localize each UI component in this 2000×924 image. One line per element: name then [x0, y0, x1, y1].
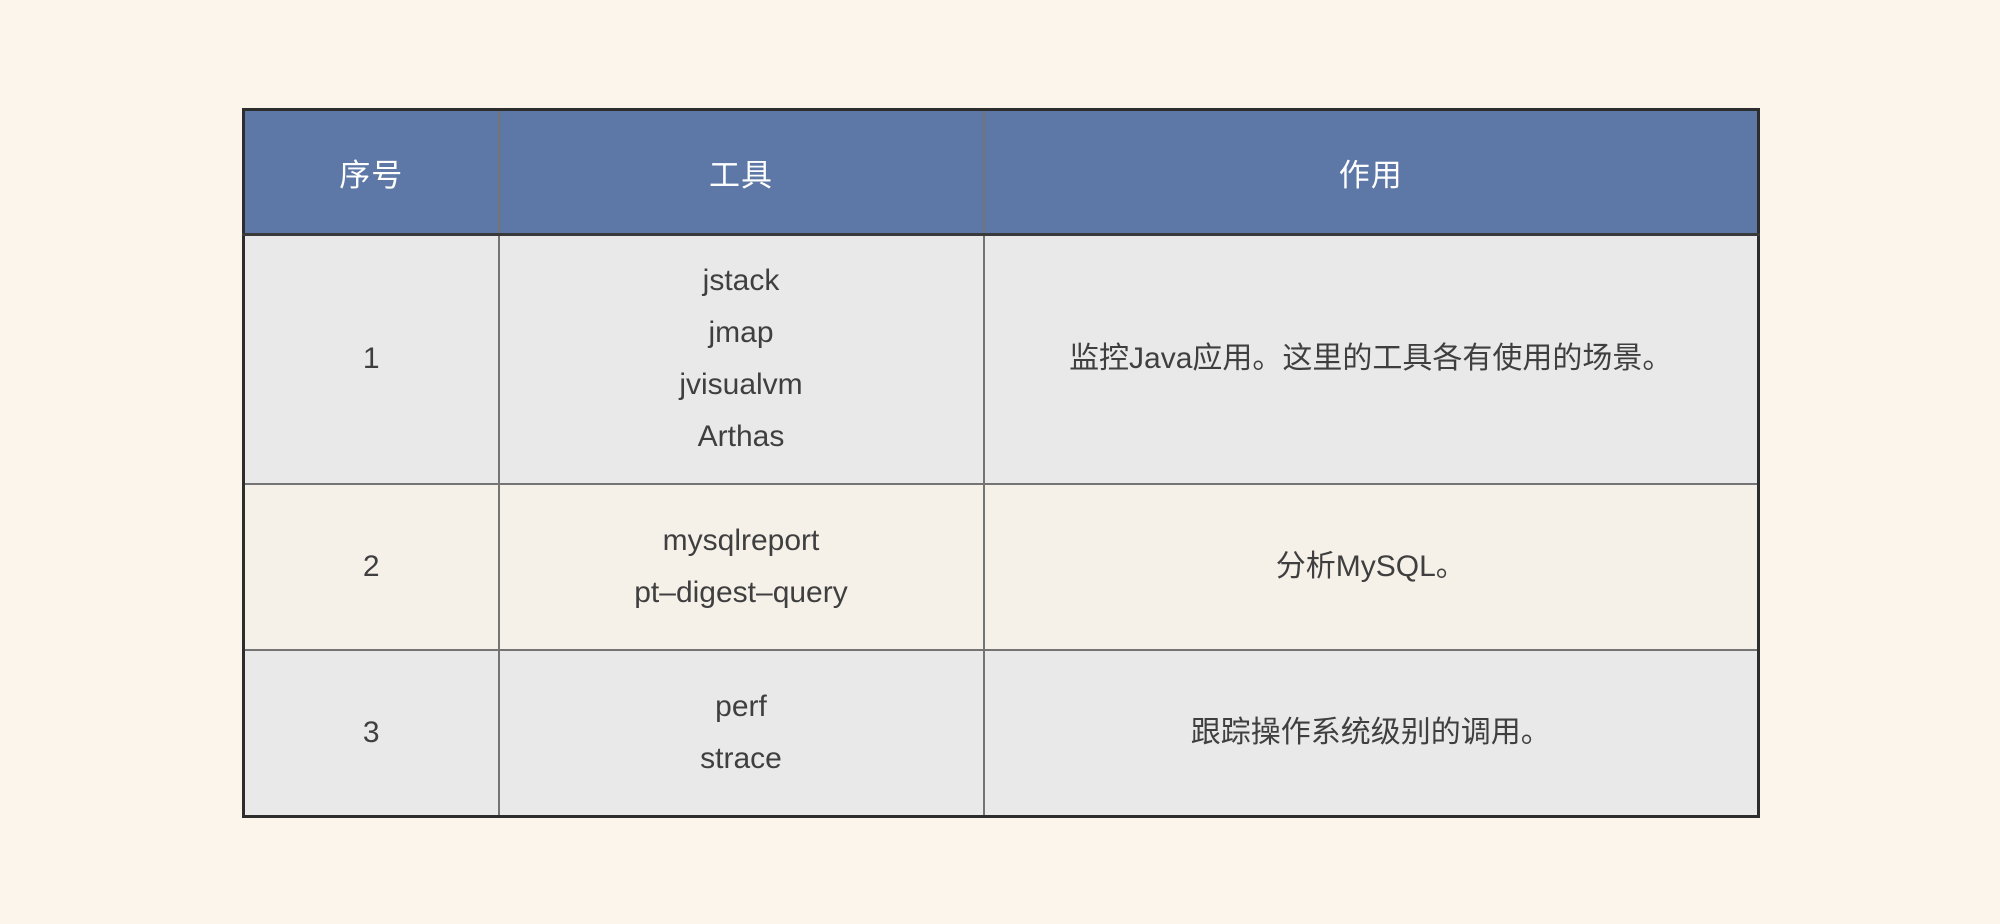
cell-tools: perf strace — [497, 648, 985, 818]
header-cell-tool: 工具 — [497, 108, 985, 236]
tool-name: mysqlreport — [662, 523, 820, 557]
tool-name: Arthas — [697, 420, 785, 454]
header-cell-index: 序号 — [242, 108, 500, 236]
header-row: 序号 工具 作用 — [242, 108, 1760, 236]
cell-row-index: 2 — [242, 482, 500, 651]
table-row: 3 perf strace 跟踪操作系统级别的调用。 — [242, 648, 1760, 818]
tool-name: pt–digest–query — [634, 575, 848, 609]
cell-row-index: 3 — [242, 648, 500, 818]
cell-tools: jstack jmap jvisualvm Arthas — [497, 233, 985, 485]
cell-purpose: 跟踪操作系统级别的调用。 — [982, 648, 1760, 818]
table-header: 序号 工具 作用 — [242, 108, 1760, 236]
cell-purpose: 监控Java应用。这里的工具各有使用的场景。 — [982, 233, 1760, 485]
tools-table: 序号 工具 作用 1 jstack jmap jvisualvm Arthas … — [242, 108, 1760, 818]
table-row: 2 mysqlreport pt–digest–query 分析MySQL。 — [242, 482, 1760, 651]
cell-tools: mysqlreport pt–digest–query — [497, 482, 985, 651]
header-cell-purpose: 作用 — [982, 108, 1760, 236]
tool-name: jvisualvm — [679, 368, 803, 402]
tool-name: strace — [700, 741, 782, 775]
cell-purpose: 分析MySQL。 — [982, 482, 1760, 651]
tools-table-container: 序号 工具 作用 1 jstack jmap jvisualvm Arthas … — [242, 108, 1760, 818]
tool-name: jstack — [702, 264, 780, 298]
cell-row-index: 1 — [242, 233, 500, 485]
tool-name: perf — [715, 689, 767, 723]
tool-name: jmap — [708, 316, 774, 350]
table-row: 1 jstack jmap jvisualvm Arthas 监控Java应用。… — [242, 233, 1760, 485]
